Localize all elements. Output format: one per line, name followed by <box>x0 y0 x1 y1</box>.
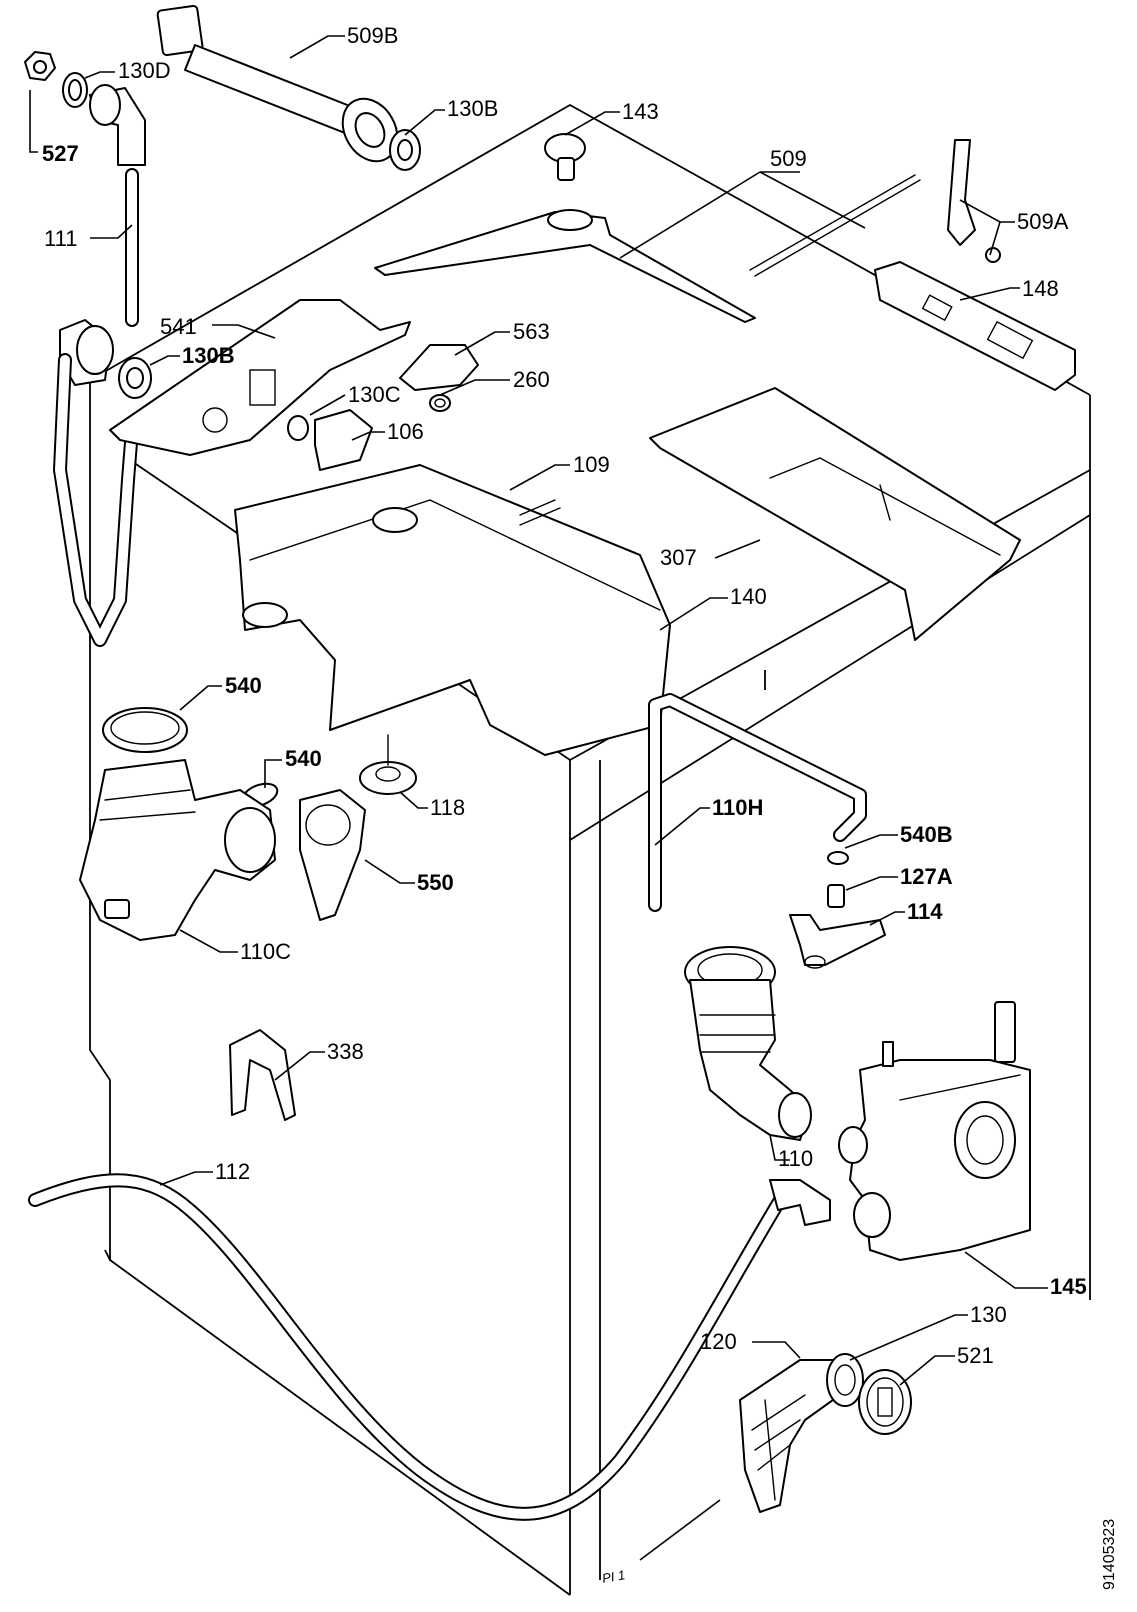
label-143: 143 <box>622 99 659 124</box>
clip-338 <box>229 1029 296 1121</box>
label-111: 111 <box>44 226 77 251</box>
label-130d: 130D <box>118 58 171 83</box>
label-130: 130 <box>970 1302 1007 1327</box>
bracket-541 <box>109 299 411 456</box>
clip-540b <box>827 851 849 865</box>
seal-130 <box>826 1353 864 1407</box>
valve-127a <box>827 884 845 908</box>
label-521: 521 <box>957 1343 994 1368</box>
hose-110h <box>648 693 867 912</box>
washer-130d <box>62 72 88 108</box>
leader-lines <box>29 35 1048 1561</box>
label-540-a: 540 <box>225 673 262 698</box>
label-110c: 110C <box>240 939 291 964</box>
part-labels: 509B 130D 527 130B 143 509 509A 111 148 … <box>42 23 1087 1368</box>
label-110h: 110H <box>712 795 763 820</box>
bracket-550 <box>299 789 366 921</box>
label-109: 109 <box>573 452 610 477</box>
label-114: 114 <box>907 899 943 924</box>
label-338: 338 <box>327 1039 364 1064</box>
label-140: 140 <box>730 584 767 609</box>
part-130c <box>287 415 309 441</box>
filter-120 <box>739 1359 841 1513</box>
label-148: 148 <box>1022 276 1059 301</box>
spring-260 <box>429 394 451 412</box>
label-145: 145 <box>1050 1274 1087 1299</box>
pressure-switch-114 <box>789 914 886 969</box>
signature: PI 1 <box>601 1567 626 1586</box>
label-112: 112 <box>215 1159 250 1184</box>
sump-hose-110c <box>79 759 276 941</box>
bracket-148 <box>874 261 1076 391</box>
drain-hose-112 <box>28 1173 831 1521</box>
knob-118 <box>359 734 417 795</box>
hose-110 <box>684 946 812 1141</box>
inlet-pipe-509b <box>156 4 399 163</box>
dispenser-housing-109-140 <box>234 464 671 756</box>
label-540-b: 540 <box>285 746 322 771</box>
clamp-540-a <box>102 707 188 753</box>
label-509: 509 <box>770 146 807 171</box>
lever-509 <box>374 174 921 323</box>
label-120: 120 <box>700 1329 737 1354</box>
label-540b: 540B <box>900 822 953 847</box>
nut-130b-mid <box>118 357 152 399</box>
cam-563 <box>399 344 479 391</box>
label-509a: 509A <box>1017 209 1069 234</box>
part-106 <box>314 409 373 471</box>
drawing-code: 91405323 <box>1101 1519 1118 1590</box>
pump-145 <box>838 1001 1031 1261</box>
nut-130b-top <box>389 129 421 171</box>
drawer-307 <box>649 387 1021 641</box>
label-307: 307 <box>660 545 697 570</box>
label-130b-top: 130B <box>447 96 498 121</box>
label-509b: 509B <box>347 23 398 48</box>
label-563: 563 <box>513 319 550 344</box>
label-130c: 130C <box>348 382 401 407</box>
label-106: 106 <box>387 419 424 444</box>
label-550: 550 <box>417 870 454 895</box>
label-110: 110 <box>778 1146 813 1171</box>
knob-143 <box>544 133 586 181</box>
lever-509a <box>947 139 1001 263</box>
cap-521 <box>858 1369 912 1435</box>
label-527: 527 <box>42 141 79 166</box>
nut-527 <box>24 51 56 81</box>
label-130b-mid: 130B <box>182 343 235 368</box>
label-260: 260 <box>513 367 550 392</box>
inlet-hose-111 <box>53 84 146 647</box>
label-118: 118 <box>430 795 465 820</box>
label-541: 541 <box>160 314 197 339</box>
label-127a: 127A <box>900 864 953 889</box>
